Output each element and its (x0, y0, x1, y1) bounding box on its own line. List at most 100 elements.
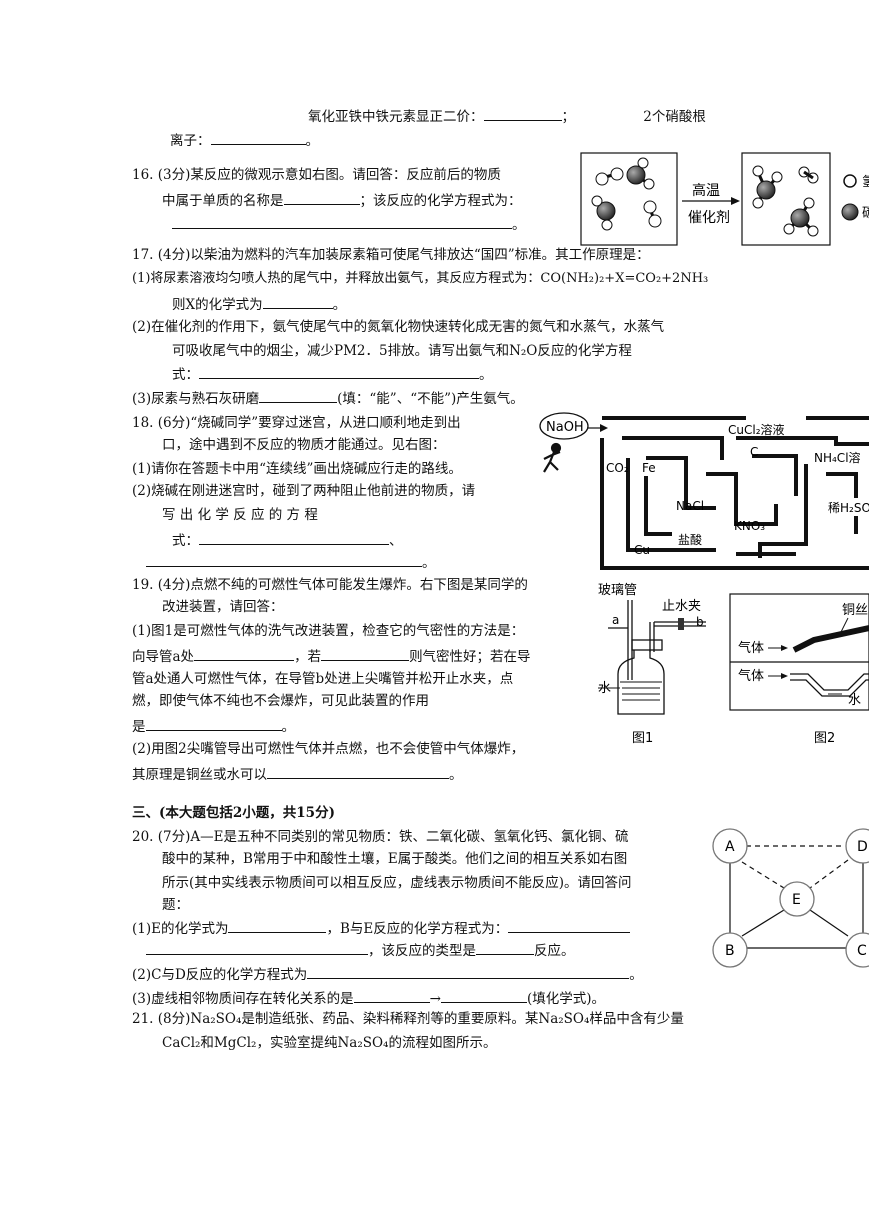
svg-text:图1: 图1 (632, 731, 653, 746)
svg-text:A: A (725, 839, 735, 855)
answer-blank[interactable] (146, 552, 422, 567)
figure-1-apparatus: 玻璃管 止水夹 a b 水 图1 (598, 583, 706, 746)
answer-blank[interactable] (259, 388, 338, 403)
svg-text:铜丝: 铜丝 (842, 603, 868, 618)
section-3-title: 三、(本大题包括2小题，共15分) (132, 805, 335, 821)
q20-line6: ，该反应的类型是反应。 (146, 940, 575, 960)
svg-text:NH₄Cl溶: NH₄Cl溶 (814, 450, 861, 465)
q17-line6: 式：。 (172, 364, 493, 384)
q19-line1: 19. (4分)点燃不纯的可燃性气体可能发生爆炸。右下图是某同学的 (132, 577, 528, 593)
svg-text:KNO₃: KNO₃ (734, 519, 765, 533)
svg-text:碳: 碳 (862, 206, 869, 221)
q17-line7: (3)尿素与熟石灰研磨(填：“能”、“不能”)产生氨气。 (132, 388, 524, 408)
answer-blank[interactable] (199, 530, 389, 545)
q20-line7: (2)C与D反应的化学方程式为。 (132, 964, 643, 984)
q21-line2: CaCl₂和MgCl₂，实验室提纯Na₂SO₄的流程如图所示。 (162, 1035, 497, 1051)
svg-text:水: 水 (848, 693, 861, 708)
q17-line2: (1)将尿素溶液均匀喷人热的尾气中，并释放出氨气，其反应方程式为：CO(NH₂)… (132, 271, 709, 286)
naoh-bubble (539, 412, 589, 440)
svg-text:E: E (792, 892, 801, 908)
q19-line3: (1)图1是可燃性气体的洗气改进装置，检查它的气密性的方法是： (132, 623, 525, 639)
answer-blank[interactable] (262, 294, 333, 309)
answer-blank[interactable] (146, 940, 368, 955)
node-d (845, 828, 869, 864)
node-e (779, 881, 815, 917)
q19-line6: 燃，即使气体不纯也不会爆炸，可见此装置的作用 (132, 693, 429, 709)
q15-line2: 离子：。 (170, 130, 319, 150)
q20-line4: 题： (162, 897, 189, 913)
answer-blank[interactable] (508, 918, 631, 933)
svg-text:C: C (750, 445, 758, 459)
q19-line7: 是。 (132, 716, 295, 736)
svg-text:气体: 气体 (738, 640, 764, 656)
svg-text:盐酸: 盐酸 (678, 532, 702, 547)
q17-line1: 17. (4分)以柴油为燃料的汽车加装尿素箱可使尾气排放达“国四”标准。其工作原… (132, 247, 650, 263)
relation-diagram: A D E B C (712, 828, 869, 968)
q18-line6: 式：、 (172, 530, 403, 550)
node-b (712, 932, 748, 968)
svg-text:水: 水 (598, 681, 611, 696)
svg-text:Cu: Cu (634, 543, 650, 557)
svg-text:D: D (857, 839, 868, 855)
q20-line5: (1)E的化学式为，B与E反应的化学方程式为： (132, 918, 631, 938)
svg-text:NaOH: NaOH (546, 420, 584, 435)
answer-blank[interactable] (145, 716, 282, 731)
svg-text:CuCl₂溶液: CuCl₂溶液 (728, 422, 785, 437)
q18-line1: 18. (6分)“烧碱同学”要穿过迷宫，从进口顺利地走到出 (132, 415, 461, 431)
answer-blank[interactable] (483, 106, 562, 121)
answer-blank[interactable] (194, 646, 295, 661)
svg-text:CO₂: CO₂ (606, 461, 629, 475)
q18-line5: 写 出 化 学 反 应 的 方 程 (162, 507, 318, 523)
q18-line2: 口，途中遇到不反应的物质才能通过。见右图： (162, 437, 446, 453)
q18-line3: (1)请你在答题卡中用“连续线”画出烧碱应行走的路线。 (132, 461, 462, 477)
q19-line8: (2)用图2尖嘴管导出可燃性气体并点燃，也不会使管中气体爆炸， (132, 741, 525, 757)
answer-blank[interactable] (210, 130, 306, 145)
svg-text:稀H₂SO: 稀H₂SO (828, 501, 869, 515)
answer-blank[interactable] (321, 646, 410, 661)
q20-line2: 酸中的某种，B常用于中和酸性土壤，E属于酸类。他们之间的相互关系如右图 (162, 851, 628, 867)
figure-2-apparatus: 铜丝 气体 气体 水 图2 (729, 593, 869, 746)
q19-line2: 改进装置，请回答： (162, 599, 284, 615)
q16-line3: 。 (172, 214, 526, 234)
svg-text:NaCl: NaCl (676, 499, 704, 513)
answer-blank[interactable] (440, 988, 527, 1003)
svg-text:止水夹: 止水夹 (662, 599, 701, 614)
q19-line9: 其原理是铜丝或水可以。 (132, 764, 463, 784)
svg-text:Fe: Fe (642, 461, 656, 475)
answer-blank[interactable] (353, 988, 430, 1003)
q16-line2: 中属于单质的名称是；该反应的化学方程式为： (162, 190, 522, 210)
q20-line3: 所示(其中实线表示物质间可以相互反应，虚线表示物质间不能反应)。请回答问 (162, 875, 632, 891)
q17-line4: (2)在催化剂的作用下，氨气使尾气中的氮氧化物快速转化成无害的氮气和水蒸气，水蒸… (132, 319, 665, 335)
q16-line1: 16. (3分)某反应的微观示意如右图。请回答：反应前后的物质 (132, 167, 501, 183)
q17-line5: 可吸收尾气中的烟尘，减少PM2．5排放。请写出氨气和N₂O反应的化学方程 (172, 343, 632, 359)
svg-text:B: B (725, 943, 735, 959)
answer-blank[interactable] (283, 190, 360, 205)
arrow-top-label: 高温 (692, 182, 720, 199)
node-c (845, 932, 869, 968)
carbon-legend-icon (841, 203, 859, 221)
reaction-diagram: 高温 催化剂 氢 碳 (580, 152, 869, 246)
answer-blank[interactable] (307, 964, 630, 979)
runner-icon (543, 442, 562, 473)
answer-blank[interactable] (172, 214, 512, 229)
answer-blank[interactable] (476, 940, 534, 955)
q18-line4: (2)烧碱在刚进迷宫时，碰到了两种阻止他前进的物质，请 (132, 483, 476, 499)
hydrogen-legend-icon (843, 174, 857, 188)
q15-line1: 氧化亚铁中铁元素显正二价：； 2个硝酸根 (308, 106, 706, 126)
svg-text:气体: 气体 (738, 668, 764, 684)
q17-line3: 则X的化学式为。 (172, 294, 346, 314)
q21-line1: 21. (8分)Na₂SO₄是制造纸张、药品、染料稀释剂等的重要原料。某Na₂S… (132, 1011, 684, 1027)
maze-diagram: NaOH CuCl₂溶液 C NH₄Cl溶 CO₂ Fe NaCl 稀H₂SO … (539, 412, 869, 570)
q19-line4: 向导管a处，若则气密性好；若在导 (132, 646, 531, 666)
q18-line7: 。 (146, 552, 436, 572)
answer-blank[interactable] (199, 364, 479, 379)
answer-blank[interactable] (228, 918, 327, 933)
svg-text:C: C (857, 943, 867, 959)
svg-text:图2: 图2 (814, 731, 835, 746)
q20-line1: 20. (7分)A—E是五种不同类别的常见物质：铁、二氧化碳、氢氧化钙、氯化铜、… (132, 829, 629, 845)
answer-blank[interactable] (267, 764, 449, 779)
node-a (712, 828, 748, 864)
arrow-bottom-label: 催化剂 (688, 210, 730, 226)
q19-line5: 管a处通人可燃性气体，在导管b处进上尖嘴管并松开止水夹，点 (132, 671, 514, 687)
svg-text:a: a (612, 613, 619, 627)
